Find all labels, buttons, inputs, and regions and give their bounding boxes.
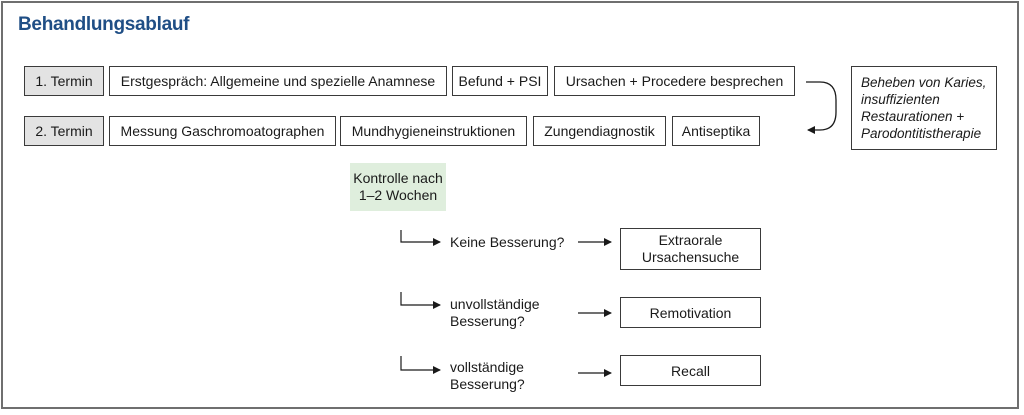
step-befund-psi: Befund + PSI (452, 66, 548, 96)
step-zungendiagnostik: Zungendiagnostik (533, 116, 666, 146)
outcome-condition-3: vollständige Besserung? (450, 359, 525, 393)
outcome-action-3: Recall (620, 355, 761, 386)
step-antiseptika: Antiseptika (672, 116, 760, 146)
outcome-action-1-line-1: Extraorale (658, 232, 723, 248)
termin-2-label: 2. Termin (24, 116, 104, 146)
loop-arrow (806, 81, 837, 134)
outcome-action-2: Remotivation (620, 297, 761, 328)
outcome-condition-3-line-1: vollständige (450, 359, 524, 375)
step-ursachen-procedere: Ursachen + Procedere besprechen (554, 66, 795, 96)
step-gaschromatograph: Messung Gaschromoatographen (109, 116, 336, 146)
outcome-condition-3-line-2: Besserung? (450, 376, 525, 392)
control-box: Kontrolle nach 1–2 Wochen (350, 163, 446, 211)
outcome-action-1: Extraorale Ursachensuche (620, 228, 761, 270)
step-mundhygiene: Mundhygieneinstruktionen (340, 116, 527, 146)
outcome-condition-2-line-1: unvollständige (450, 296, 540, 312)
elbow-arrow-3 (400, 356, 441, 374)
control-line-1: Kontrolle nach (353, 170, 443, 186)
termin-1-label: 1. Termin (24, 66, 104, 96)
outcome-condition-2: unvollständige Besserung? (450, 296, 540, 330)
step-anamnese: Erstgespräch: Allgemeine und spezielle A… (109, 66, 447, 96)
diagram-title: Behandlungsablauf (18, 14, 190, 35)
elbow-arrow-1 (400, 230, 441, 246)
outcome-condition-1: Keine Besserung? (450, 234, 564, 251)
elbow-arrow-2 (400, 292, 441, 309)
outcome-condition-1-line-1: Keine Besserung? (450, 234, 565, 250)
outcome-condition-2-line-2: Besserung? (450, 313, 525, 329)
outcome-action-1-line-2: Ursachensuche (641, 249, 740, 265)
control-line-2: 1–2 Wochen (358, 187, 438, 203)
side-note-box: Beheben von Karies, insuffizienten Resta… (851, 66, 997, 150)
